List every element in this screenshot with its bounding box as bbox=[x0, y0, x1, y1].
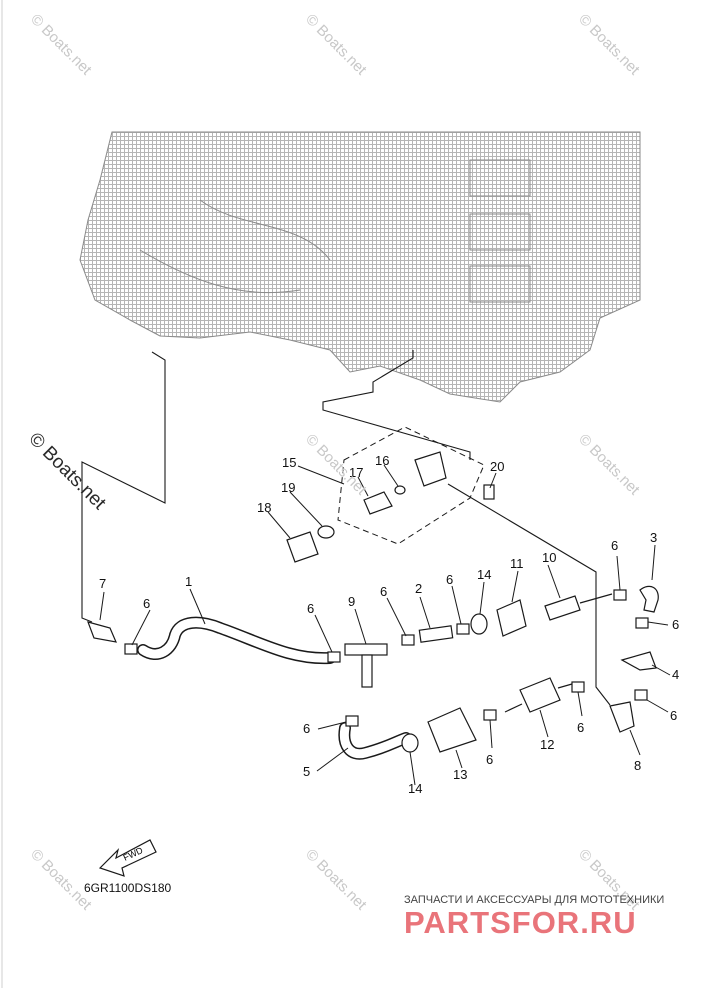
svg-text:20: 20 bbox=[490, 459, 504, 474]
svg-text:© Boats.net: © Boats.net bbox=[27, 846, 95, 914]
svg-text:© Boats.net: © Boats.net bbox=[575, 431, 643, 499]
callout-20: 20 bbox=[489, 459, 504, 489]
svg-text:10: 10 bbox=[542, 550, 556, 565]
callout-9: 9 bbox=[348, 594, 367, 645]
svg-text:6: 6 bbox=[303, 721, 310, 736]
svg-text:14: 14 bbox=[477, 567, 491, 582]
svg-text:16: 16 bbox=[375, 453, 389, 468]
svg-text:15: 15 bbox=[282, 455, 296, 470]
callout-6i: 6 bbox=[647, 617, 679, 632]
connection-leaders bbox=[81, 350, 611, 706]
svg-text:17: 17 bbox=[349, 465, 363, 480]
callout-17: 17 bbox=[349, 465, 369, 497]
brand-logo[interactable]: PARTSFOR.RU bbox=[404, 905, 637, 940]
svg-text:3: 3 bbox=[650, 530, 657, 545]
callout-16: 16 bbox=[375, 453, 399, 487]
bolt-20 bbox=[483, 484, 495, 500]
callout-7: 7 bbox=[99, 576, 106, 621]
footer-banner: ЗАПЧАСТИ И АКСЕССУАРЫ ДЛЯ МОТОТЕХНИКИ bbox=[404, 894, 665, 906]
callout-1: 1 bbox=[185, 574, 206, 625]
svg-text:4: 4 bbox=[672, 667, 679, 682]
o-ring-16 bbox=[394, 485, 406, 495]
svg-text:13: 13 bbox=[453, 767, 467, 782]
callout-3: 3 bbox=[650, 530, 657, 581]
callout-6e: 6 bbox=[303, 721, 347, 736]
parts-group bbox=[87, 451, 659, 760]
elbow-3 bbox=[639, 585, 659, 613]
svg-text:6: 6 bbox=[380, 584, 387, 599]
callout-14a: 14 bbox=[477, 567, 491, 615]
svg-text:7: 7 bbox=[99, 576, 106, 591]
svg-text:11: 11 bbox=[510, 556, 524, 571]
fwd-arrow-icon: FWD bbox=[98, 839, 157, 877]
svg-text:2: 2 bbox=[415, 581, 422, 596]
callout-14b: 14 bbox=[408, 751, 422, 796]
svg-text:6: 6 bbox=[670, 708, 677, 723]
tee-joint-9 bbox=[344, 643, 388, 656]
svg-text:© Boats.net: © Boats.net bbox=[302, 846, 370, 914]
callout-15: 15 bbox=[282, 455, 345, 485]
callout-6a: 6 bbox=[131, 596, 151, 646]
callout-8: 8 bbox=[629, 729, 641, 773]
callout-12: 12 bbox=[539, 709, 554, 752]
svg-text:14: 14 bbox=[408, 781, 422, 796]
svg-text:8: 8 bbox=[634, 758, 641, 773]
bracket-assembly bbox=[414, 451, 447, 487]
drawing-code: 6GR1100DS180 bbox=[84, 881, 172, 895]
valve-10 bbox=[544, 595, 581, 621]
callout-5: 5 bbox=[303, 747, 349, 779]
clamp-6 bbox=[327, 651, 341, 663]
elbow-4 bbox=[620, 651, 657, 671]
callout-6h: 6 bbox=[611, 538, 621, 591]
svg-text:1: 1 bbox=[185, 574, 192, 589]
svg-text:6: 6 bbox=[577, 720, 584, 735]
filter-11 bbox=[496, 599, 527, 637]
callout-18: 18 bbox=[257, 500, 291, 539]
svg-text:© Boats.net: © Boats.net bbox=[27, 11, 95, 79]
valve-12 bbox=[519, 677, 561, 713]
svg-text:9: 9 bbox=[348, 594, 355, 609]
svg-text:19: 19 bbox=[281, 480, 295, 495]
engine-block-outline bbox=[79, 131, 641, 403]
callout-2: 2 bbox=[415, 581, 431, 629]
svg-text:6: 6 bbox=[446, 572, 453, 587]
clip-14 bbox=[470, 613, 488, 635]
callout-6c: 6 bbox=[380, 584, 407, 637]
assembly-dashed-box bbox=[337, 426, 485, 545]
callout-6f: 6 bbox=[486, 719, 493, 767]
fitting-8 bbox=[609, 701, 635, 733]
svg-text:6: 6 bbox=[611, 538, 618, 553]
svg-text:6: 6 bbox=[672, 617, 679, 632]
pipe-2 bbox=[418, 625, 454, 643]
o-ring-19 bbox=[317, 525, 335, 539]
svg-text:6: 6 bbox=[307, 601, 314, 616]
part-18 bbox=[286, 531, 319, 563]
filter-13 bbox=[427, 707, 477, 753]
svg-text:© Boats.net: © Boats.net bbox=[575, 11, 643, 79]
svg-text:© Boats.net: © Boats.net bbox=[24, 429, 110, 515]
callout-6b: 6 bbox=[307, 601, 333, 653]
svg-text:5: 5 bbox=[303, 764, 310, 779]
fitting-7 bbox=[87, 621, 117, 643]
callout-13: 13 bbox=[453, 749, 467, 782]
callout-4: 4 bbox=[651, 664, 679, 682]
callout-11: 11 bbox=[510, 556, 524, 603]
svg-text:6: 6 bbox=[486, 752, 493, 767]
callout-6g: 6 bbox=[577, 691, 584, 735]
callout-19: 19 bbox=[281, 480, 323, 527]
sensor-17 bbox=[363, 491, 393, 515]
callout-6d: 6 bbox=[446, 572, 462, 625]
callouts: 1 2 3 4 5 6 6 6 6 6 6 6 6 6 6 7 8 9 10 1… bbox=[99, 453, 679, 796]
callout-6j: 6 bbox=[646, 699, 677, 723]
callout-10: 10 bbox=[542, 550, 561, 599]
svg-text:6: 6 bbox=[143, 596, 150, 611]
svg-text:© Boats.net: © Boats.net bbox=[302, 11, 370, 79]
svg-text:18: 18 bbox=[257, 500, 271, 515]
svg-text:12: 12 bbox=[540, 737, 554, 752]
